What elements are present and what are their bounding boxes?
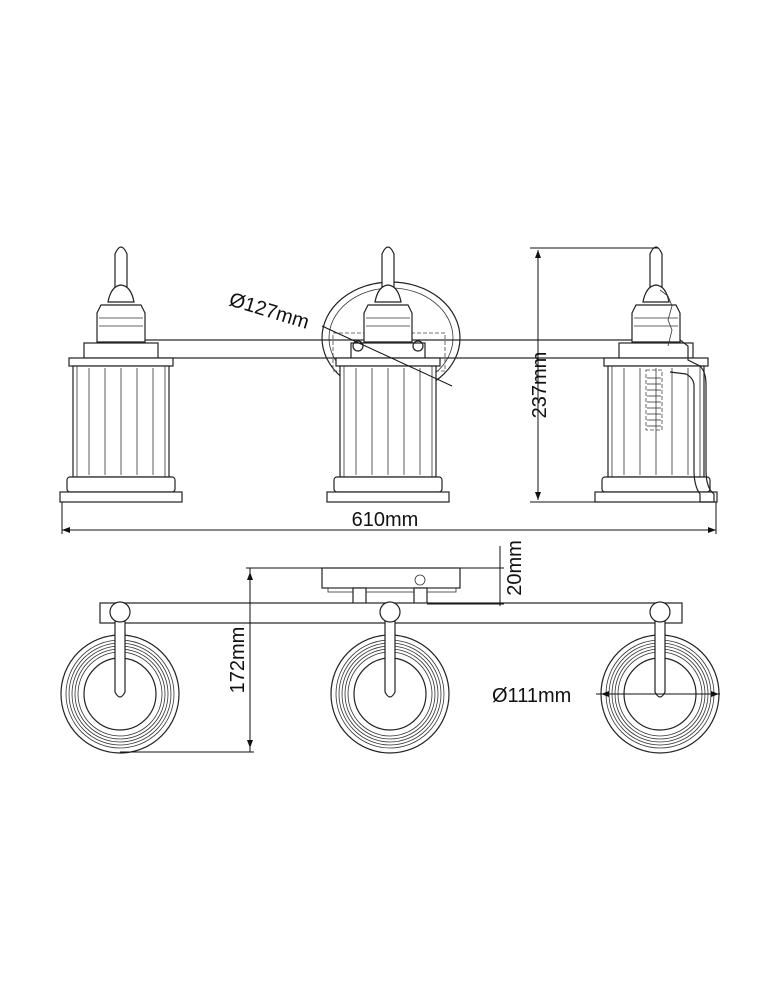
section-holder (659, 289, 673, 347)
arm-stem (114, 611, 126, 698)
finial (649, 246, 663, 290)
backplate-depth-label: 20mm (504, 540, 526, 596)
holder-collar (618, 342, 694, 359)
front-lamp-1 (59, 246, 183, 503)
finial (381, 246, 395, 290)
shade-base-ring (333, 476, 443, 493)
finial-cap (374, 284, 402, 303)
backplate-diameter-label: Ø127mm (227, 289, 312, 334)
height-dimension-label: 237mm (529, 352, 551, 419)
canopy (321, 567, 461, 589)
shade-base (59, 491, 183, 503)
arm-knob (379, 601, 401, 623)
front-view (59, 246, 718, 534)
arm-knob (649, 601, 671, 623)
shade-base-ring (601, 476, 711, 493)
shade-top-rim (335, 357, 441, 367)
top-lamp-2 (330, 601, 450, 754)
holder-collar (83, 342, 159, 359)
canopy-plate (327, 587, 457, 593)
top-lamp-3 (600, 601, 720, 754)
shade-diameter-label: Ø111mm (492, 685, 571, 707)
wire-connector (414, 574, 426, 586)
backplate-diameter-line (321, 325, 453, 387)
section-outline (669, 339, 715, 503)
shade-base-ring (66, 476, 176, 493)
top-lamp-1 (60, 601, 180, 754)
front-lamp-2 (326, 246, 450, 503)
arm-knob (109, 601, 131, 623)
shade-base (594, 491, 718, 503)
top-view (60, 546, 720, 754)
finial-cap (107, 284, 135, 303)
front-lamp-3 (594, 246, 718, 503)
finial (114, 246, 128, 290)
finial-cap (642, 284, 670, 303)
section-socket (645, 369, 663, 431)
mounting-screw (352, 340, 364, 352)
shade-base (326, 491, 450, 503)
mounting-screw (412, 340, 424, 352)
arm-stem (654, 611, 666, 698)
depth-dimension-label: 172mm (227, 627, 249, 694)
lamp-holder (363, 304, 413, 343)
holder-collar (350, 342, 426, 359)
shade-top-rim (68, 357, 174, 367)
lamp-holder (631, 304, 681, 343)
lamp-holder (96, 304, 146, 343)
arm-stem (384, 611, 396, 698)
width-dimension-label: 610mm (352, 509, 419, 531)
